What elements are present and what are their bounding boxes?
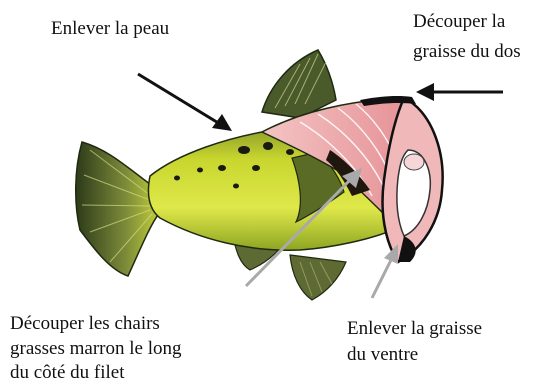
label-brown-flesh-line2: grasses marron le long (10, 337, 181, 361)
label-belly-fat-line1: Enlever la graisse (347, 317, 482, 341)
label-remove-skin: Enlever la peau (51, 17, 169, 41)
label-brown-flesh-line1: Découper les chairs (10, 312, 160, 336)
label-back-fat-line1: Découper la (413, 10, 505, 34)
label-brown-flesh-line3: du côté du filet (10, 361, 125, 385)
arrow-skin (138, 74, 232, 131)
label-belly-fat-line2: du ventre (347, 343, 418, 367)
arrow-back-fat (416, 83, 503, 101)
anal-fin (290, 255, 346, 300)
arrow-belly-fat (372, 244, 398, 298)
label-back-fat-line2: graisse du dos (413, 40, 521, 64)
tail-fin (76, 142, 160, 276)
